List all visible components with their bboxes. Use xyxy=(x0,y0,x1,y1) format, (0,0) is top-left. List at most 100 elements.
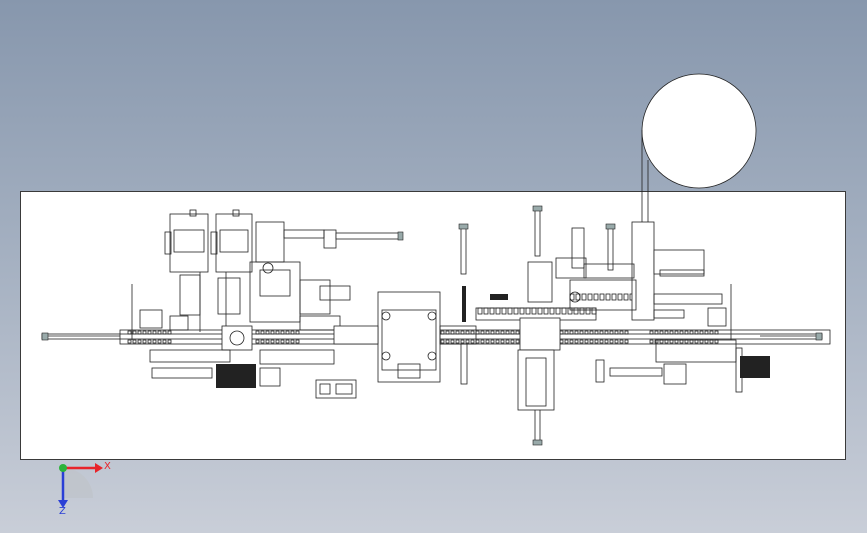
chain-link xyxy=(659,339,664,344)
chain-link xyxy=(679,339,684,344)
x-axis-label: X xyxy=(104,461,111,472)
chain-link xyxy=(624,330,629,335)
chain-link xyxy=(704,330,709,335)
chain-link xyxy=(694,330,699,335)
chain-link xyxy=(614,339,619,344)
chain-link xyxy=(127,339,132,344)
chain-link xyxy=(295,330,300,335)
chain-link xyxy=(477,307,483,315)
chain-link xyxy=(525,307,531,315)
coordinate-triad: X Z xyxy=(58,461,111,517)
chain-link xyxy=(265,330,270,335)
chain-link xyxy=(591,307,597,315)
chain-link xyxy=(649,339,654,344)
chain-link xyxy=(574,339,579,344)
chain-link xyxy=(589,339,594,344)
chain-link xyxy=(614,330,619,335)
chain-link xyxy=(699,339,704,344)
chain-link xyxy=(132,339,137,344)
chain-link xyxy=(147,330,152,335)
chain-link xyxy=(260,330,265,335)
chain-link xyxy=(480,339,485,344)
chain-link xyxy=(617,293,623,301)
chain-link xyxy=(489,307,495,315)
chain-link xyxy=(270,330,275,335)
y-axis-origin-icon xyxy=(59,464,67,472)
chain-link xyxy=(162,339,167,344)
chain-link xyxy=(490,339,495,344)
chain-link xyxy=(490,330,495,335)
chain-link xyxy=(505,330,510,335)
left-cylinder-assembly xyxy=(249,221,404,331)
right-end-pin xyxy=(131,284,732,340)
chain-link xyxy=(137,330,142,335)
chain-link xyxy=(270,339,275,344)
rail-chain-links xyxy=(127,293,719,344)
chain-link xyxy=(709,339,714,344)
chain-link xyxy=(501,307,507,315)
chain-link xyxy=(579,330,584,335)
chain-link xyxy=(674,330,679,335)
chain-link xyxy=(255,330,260,335)
chain-link xyxy=(505,339,510,344)
chain-link xyxy=(465,330,470,335)
chain-link xyxy=(513,307,519,315)
chain-link xyxy=(470,330,475,335)
chain-link xyxy=(654,339,659,344)
chain-link xyxy=(127,330,132,335)
chain-link xyxy=(483,307,489,315)
chain-link xyxy=(609,339,614,344)
chain-link xyxy=(584,330,589,335)
chain-link xyxy=(624,339,629,344)
chain-link xyxy=(714,339,719,344)
chain-link xyxy=(593,293,599,301)
chain-link xyxy=(581,293,587,301)
chain-link xyxy=(537,307,543,315)
chain-link xyxy=(465,339,470,344)
chain-link xyxy=(295,339,300,344)
chain-link xyxy=(460,330,465,335)
chain-link xyxy=(137,339,142,344)
chain-link xyxy=(555,307,561,315)
chain-link xyxy=(280,330,285,335)
chain-link xyxy=(543,307,549,315)
chain-link xyxy=(450,330,455,335)
chain-link xyxy=(579,307,585,315)
chain-link xyxy=(619,330,624,335)
chain-link xyxy=(275,339,280,344)
chain-link xyxy=(669,339,674,344)
chain-link xyxy=(485,330,490,335)
chain-link xyxy=(684,339,689,344)
chain-link xyxy=(475,339,480,344)
chain-link xyxy=(290,330,295,335)
chain-link xyxy=(480,330,485,335)
chain-link xyxy=(167,339,172,344)
chain-link xyxy=(689,330,694,335)
chain-link xyxy=(445,330,450,335)
chain-link xyxy=(609,330,614,335)
chain-link xyxy=(573,307,579,315)
vertical-guide-rods xyxy=(458,205,616,446)
chain-link xyxy=(604,330,609,335)
chain-link xyxy=(574,330,579,335)
chain-link xyxy=(440,339,445,344)
chain-link xyxy=(265,339,270,344)
chain-link xyxy=(599,330,604,335)
chain-link xyxy=(679,330,684,335)
chain-link xyxy=(280,339,285,344)
chain-link xyxy=(495,339,500,344)
chain-link xyxy=(699,330,704,335)
chain-link xyxy=(579,339,584,344)
chain-link xyxy=(587,293,593,301)
chain-link xyxy=(500,330,505,335)
chain-link xyxy=(559,330,564,335)
right-feeder-station xyxy=(569,221,770,393)
chain-link xyxy=(152,339,157,344)
chain-link xyxy=(669,330,674,335)
chain-link xyxy=(495,330,500,335)
chain-link xyxy=(569,330,574,335)
center-mold-plate xyxy=(333,291,477,383)
chain-link xyxy=(285,330,290,335)
